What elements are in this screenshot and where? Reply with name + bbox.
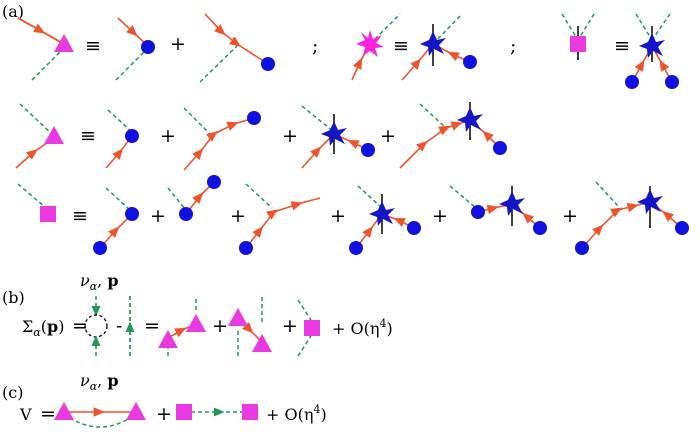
c-diagram-1 xyxy=(54,402,146,428)
plus-symbol: + xyxy=(160,125,176,147)
row3-bent-star xyxy=(575,181,689,255)
equiv-symbol: ≡ xyxy=(80,125,96,147)
c-order-term: + O(η4) xyxy=(266,403,327,424)
plus-symbol: + xyxy=(330,205,346,227)
row1-burst-vertex xyxy=(351,13,401,81)
equiv-symbol: ≡ xyxy=(614,35,630,57)
c-diagram-2 xyxy=(176,404,258,420)
row1-bent-line xyxy=(199,13,275,83)
b-diagram-3 xyxy=(297,299,320,357)
b-top-label: να, p xyxy=(80,271,119,293)
equiv-symbol: ≡ xyxy=(85,35,101,57)
plus-symbol: + xyxy=(432,205,448,227)
plus-symbol: + xyxy=(170,33,186,55)
row2-dot xyxy=(105,109,139,169)
b-sigma-lhs: Σα(p) xyxy=(22,317,64,339)
plus-symbol: + xyxy=(380,125,396,147)
row2-vertex-triangle xyxy=(15,103,64,169)
row3-bent xyxy=(239,183,321,255)
semicolon-symbol: ; xyxy=(510,35,516,57)
row1-star-vertex xyxy=(401,15,477,81)
plus-symbol: + xyxy=(230,205,246,227)
b-order-term: + O(η4) xyxy=(332,317,393,338)
row3-dot-b xyxy=(167,175,221,221)
b-bottom-label: να, p xyxy=(80,371,119,393)
panel-label-b: (b) xyxy=(2,288,25,307)
c-lhs: V xyxy=(19,405,32,424)
minus-symbol: - xyxy=(116,315,122,337)
row1-vertex-triangle xyxy=(17,17,74,81)
row3-star-b xyxy=(449,185,547,235)
equiv-symbol: ≡ xyxy=(72,205,88,227)
b-diagram-1 xyxy=(158,296,206,356)
plus-symbol: + xyxy=(156,403,172,425)
row3-square xyxy=(17,183,56,222)
panel-label-a: (a) xyxy=(2,2,24,21)
row3-dot-a xyxy=(93,187,139,255)
equiv-symbol: ≡ xyxy=(393,35,409,57)
plus-symbol: + xyxy=(562,205,578,227)
plus-symbol: + xyxy=(150,205,166,227)
row1-star-two-dots xyxy=(625,13,679,89)
equals-symbol: = xyxy=(144,315,160,337)
row2-bent-star xyxy=(399,102,507,169)
semicolon-symbol: ; xyxy=(312,35,318,57)
equals-symbol: = xyxy=(72,315,88,337)
row1-square-vertex xyxy=(561,13,595,60)
plus-symbol: + xyxy=(282,315,298,337)
plus-symbol: + xyxy=(282,125,298,147)
row3-star-a xyxy=(349,185,421,255)
row2-bent xyxy=(183,107,261,171)
equals-symbol: = xyxy=(40,403,56,425)
row1-dot-vertex xyxy=(115,17,155,81)
b-diagram-2 xyxy=(228,296,272,356)
row2-star xyxy=(301,105,375,169)
plus-symbol: + xyxy=(212,315,228,337)
panel-label-c: (c) xyxy=(2,383,23,402)
b-self-energy-loop xyxy=(84,296,108,356)
